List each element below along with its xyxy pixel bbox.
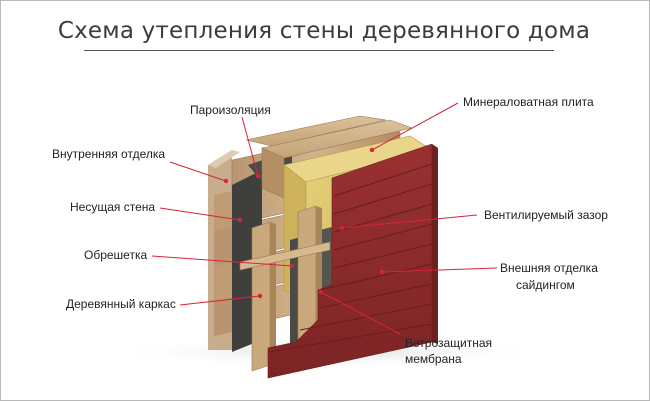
pointer-dot-ventilated-gap — [339, 225, 345, 231]
title-underline — [84, 50, 554, 51]
pointer-dot-windproof-membrane — [318, 289, 324, 295]
label-interior-finish: Внутренняя отделка — [52, 147, 166, 161]
pointer-windproof-membrane — [320, 291, 401, 335]
label-exterior-finish-line2: сайдингом — [516, 278, 575, 292]
pointer-dot-load-bearing-wall — [237, 217, 243, 223]
label-windproof-line2: мембрана — [405, 352, 462, 366]
pointer-mineral-wool — [371, 102, 459, 151]
pointer-wooden-frame — [179, 295, 261, 306]
pointer-interior-finish — [169, 161, 227, 182]
wooden-frame-battens — [239, 205, 331, 372]
pointer-battens — [151, 255, 293, 267]
pointer-lines — [151, 102, 498, 335]
pointer-dot-exterior-finish — [379, 269, 385, 275]
pointer-dot-wooden-frame — [257, 293, 263, 299]
label-wooden-frame: Деревянный каркас — [66, 297, 176, 311]
siding-panels — [267, 143, 438, 379]
pointer-dot-mineral-wool — [369, 147, 375, 153]
pointer-dot-interior-finish — [223, 178, 229, 184]
label-exterior-finish-line1: Внешняя отделка — [500, 261, 598, 275]
pointer-exterior-finish — [381, 267, 498, 273]
label-mineral-wool: Минераловатная плита — [463, 95, 594, 109]
pointer-dot-battens — [289, 263, 295, 269]
label-ventilated-gap: Вентилируемый зазор — [484, 208, 608, 222]
pointer-ventilated-gap — [341, 214, 478, 229]
pointer-vapor-barrier — [241, 116, 259, 177]
label-battens: Обрешетка — [84, 248, 148, 262]
pointer-load-bearing-wall — [159, 207, 241, 221]
label-load-bearing-wall: Несущая стена — [70, 200, 156, 214]
label-vapor-barrier: Пароизоляция — [190, 103, 271, 117]
label-windproof-line1: Ветрозащитная — [405, 336, 493, 350]
pointer-dot-vapor-barrier — [255, 173, 261, 179]
page-title: Схема утепления стены деревянного дома — [57, 18, 591, 44]
